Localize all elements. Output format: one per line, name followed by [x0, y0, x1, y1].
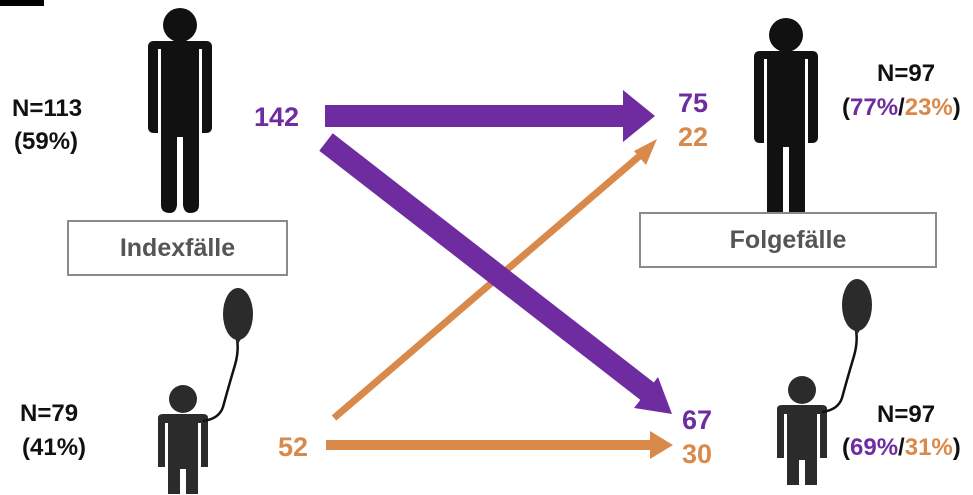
adult-figure-icon: [754, 18, 818, 223]
arrow-adults-to-adults: [325, 105, 623, 127]
arrow-head-adults-to-adults: [623, 90, 655, 142]
corner-mark: [0, 0, 44, 6]
follow-children-pct-children: 31%: [904, 434, 953, 461]
follow-adults-from-children: 22: [678, 122, 709, 152]
arrow-children-to-children: [326, 440, 652, 450]
adult-figure-icon: [148, 8, 212, 213]
indexfaelle-label-box: Indexfälle: [67, 220, 288, 276]
follow-children-from-children: 30: [682, 439, 713, 469]
flow-arrows: [319, 90, 673, 459]
index-adults-flow-total: 142: [254, 102, 300, 132]
index-children-n: N=79: [20, 400, 79, 427]
indexfaelle-label: Indexfälle: [119, 233, 236, 262]
child-balloon-figure-icon: [156, 286, 255, 495]
follow-adults-from-adults: 75: [678, 88, 709, 118]
arrow-head-children-to-adults: [634, 139, 657, 165]
follow-children-pct-adults: 69%: [850, 434, 899, 461]
follow-adults-pct-adults: 77%: [850, 94, 899, 121]
arrow-head-adults-to-children: [634, 377, 672, 414]
folgefaelle-label: Folgefälle: [729, 225, 847, 254]
arrow-head-children-to-children: [650, 431, 673, 459]
arrow-adults-to-children: [319, 133, 659, 404]
follow-children-n: N=97: [877, 401, 936, 428]
follow-adults-pct: (77%/23%): [842, 94, 961, 121]
index-adults-n: N=113: [12, 95, 83, 122]
index-children-flow-total: 52: [278, 432, 309, 462]
follow-adults-n: N=97: [877, 60, 936, 87]
follow-children-from-adults: 67: [682, 405, 713, 435]
index-children-pct: (41%): [22, 434, 87, 461]
folgefaelle-label-box: Folgefälle: [639, 212, 937, 268]
follow-children-pct: (69%/31%): [842, 434, 961, 461]
arrow-children-to-adults: [331, 150, 646, 421]
index-adults-pct: (59%): [14, 128, 79, 155]
follow-adults-pct-children: 23%: [904, 94, 953, 121]
